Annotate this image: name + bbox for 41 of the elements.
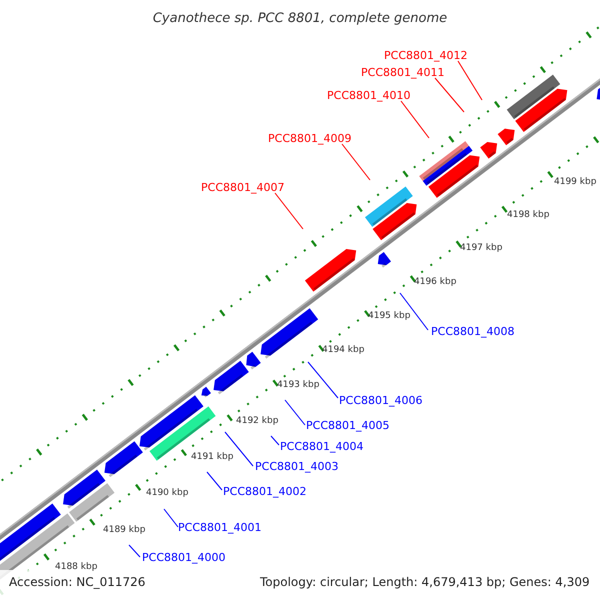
leader-line [434,78,464,112]
scale-label: 4188 kbp [55,562,98,572]
leader-line [284,400,306,426]
gene-label: PCC8801_4010 [327,90,410,100]
leader-line [164,508,178,528]
gene-label: PCC8801_4000 [142,552,226,562]
leader-line [342,144,370,180]
scale-label: 4193 kbp [277,380,320,390]
leader-line [128,544,140,558]
leader-line [224,432,254,466]
leader-line [274,192,304,230]
title: Cyanothece sp. PCC 8801, complete genome [152,12,448,24]
gene-label: PCC8801_4006 [339,394,422,406]
leader-line [270,436,280,446]
scale-label: 4197 kbp [460,244,502,252]
gene-label: PCC8801_4008 [431,326,514,336]
leader-line [458,60,482,100]
gene-label: PCC8801_4005 [306,420,390,430]
accession-label: Accession: NC_011726 [9,576,146,588]
gene-label: PCC8801_4001 [178,522,262,532]
scale-label: 4192 kbp [236,416,278,426]
gene-label: PCC8801_4004 [280,440,364,452]
gene-label: PCC8801_4011 [361,66,444,78]
gene-label: PCC8801_4009 [268,132,352,144]
scale-label: 4196 kbp [414,278,456,286]
scale-label: 4198 kbp [507,210,550,220]
gene-label: PCC8801_4002 [223,486,306,496]
gene-label: PCC8801_4003 [255,460,338,472]
genome-info-label: Topology: circular; Length: 4,679,413 bp; Genes: 4,309 [260,576,590,588]
scale-label: 4194 kbp [322,346,364,354]
scale-label: 4199 kbp [554,178,596,186]
leader-line [206,472,222,490]
leader-line [400,292,428,330]
scale-label: 4191 kbp [191,452,234,462]
scale-label: 4189 kbp [103,526,146,534]
gene-label: PCC8801_4012 [384,50,468,60]
gene-label: PCC8801_4007 [201,182,284,192]
scale-label: 4195 kbp [368,312,410,320]
leader-line [400,100,430,138]
leader-line [308,362,338,398]
scale-label: 4190 kbp [146,488,188,498]
